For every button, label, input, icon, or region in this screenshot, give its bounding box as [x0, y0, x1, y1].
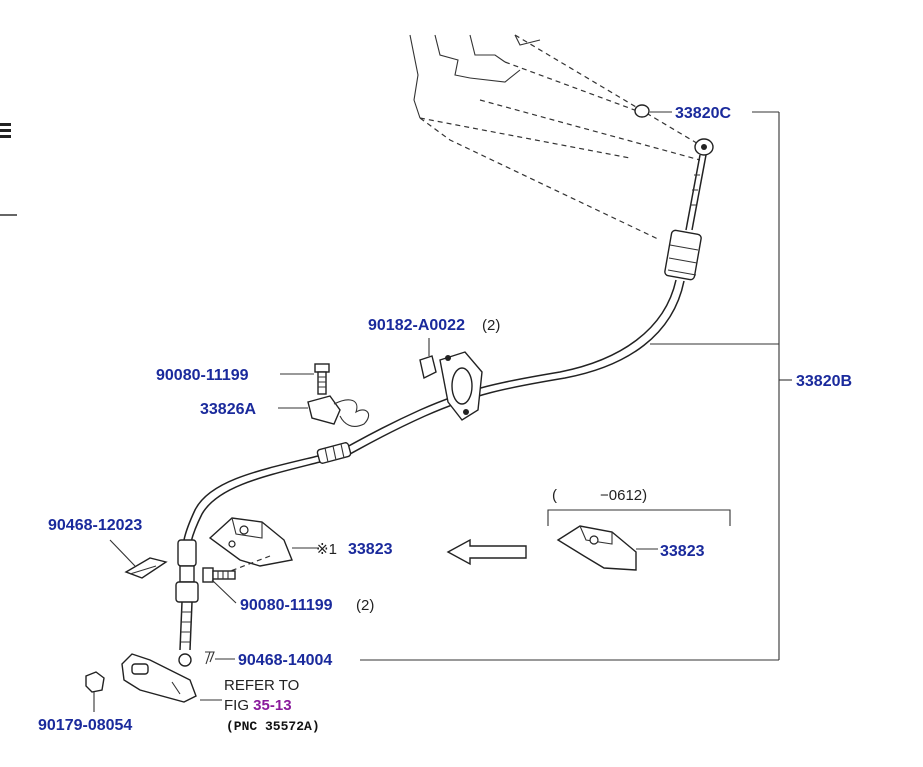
transmission-lever-shape — [121, 653, 222, 703]
nut-shape — [85, 671, 105, 712]
hamburger-menu-icon[interactable] — [0, 123, 11, 138]
part-label-33823-left[interactable]: 33823 — [348, 541, 393, 558]
retainer-clip-shape — [124, 557, 168, 579]
range-end-date: −0612) — [600, 487, 647, 504]
bushing-33820c-shape — [634, 104, 672, 118]
bolt-upper-shape — [314, 363, 330, 395]
label-leaders — [109, 373, 314, 567]
part-label-90468-12023[interactable]: 90468-12023 — [48, 517, 142, 534]
part-label-90080-11199-lower[interactable]: 90080-11199 — [240, 597, 333, 614]
part-label-90179-08054[interactable]: 90179-08054 — [38, 717, 132, 734]
part-label-90468-14004[interactable]: 90468-14004 — [238, 652, 332, 669]
bolt-lower-shape — [202, 567, 237, 604]
assembly-leader-lines — [360, 111, 792, 661]
refer-fig-line: FIG 35-13 — [224, 697, 292, 714]
cable-lower-boot — [175, 539, 199, 667]
cable-end-rod — [685, 138, 714, 231]
refer-pnc: (PNC 35572A) — [226, 719, 320, 734]
cable-boot-upper — [664, 229, 702, 281]
refer-fig-prefix: FIG — [224, 697, 253, 714]
refer-to-text: REFER TO — [224, 677, 299, 694]
part-label-33820c[interactable]: 33820C — [675, 105, 731, 122]
grommet-plate — [419, 338, 483, 421]
part-label-33823-right[interactable]: 33823 — [660, 543, 705, 560]
pin-shape — [205, 651, 235, 665]
qty-90080-11199-lower: (2) — [356, 597, 374, 614]
left-arrow-icon — [446, 538, 527, 566]
part-label-90182-a0022[interactable]: 90182-A0022 — [368, 317, 465, 334]
part-label-33826a[interactable]: 33826A — [200, 401, 256, 418]
bracket-left-shape — [208, 517, 318, 573]
refer-fig-link[interactable]: 35-13 — [253, 697, 291, 714]
bracket-right-shape — [556, 525, 658, 571]
range-bracket — [547, 509, 731, 526]
qty-90182-a0022: (2) — [482, 317, 500, 334]
shift-lever-housing — [409, 34, 701, 241]
part-label-90080-11199-upper[interactable]: 90080-11199 — [156, 367, 249, 384]
part-label-33820b[interactable]: 33820B — [796, 373, 852, 390]
clip-33826a-shape — [307, 395, 370, 427]
shift-control-cable — [183, 279, 685, 543]
range-open-paren: ( — [552, 487, 557, 504]
note-mark-33823: ※1 — [316, 541, 337, 558]
